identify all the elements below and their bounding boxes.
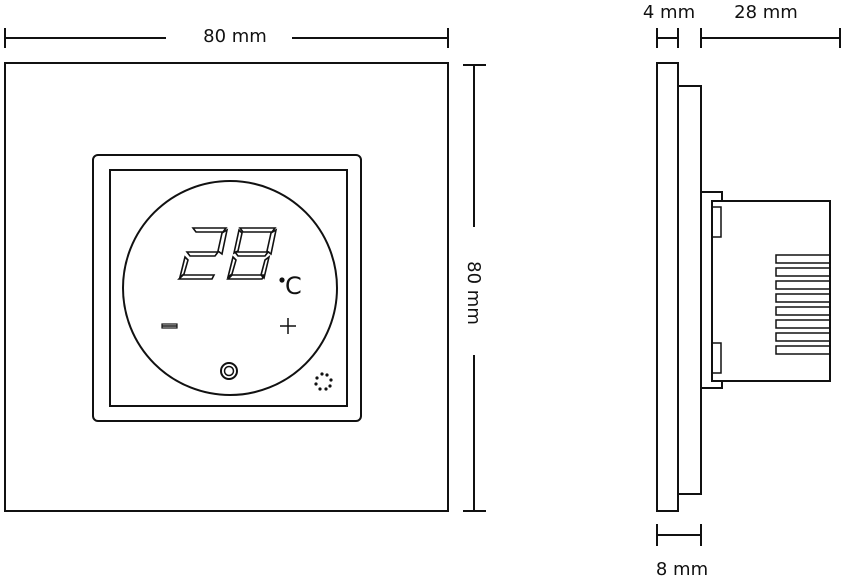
dial-circle bbox=[122, 180, 338, 396]
height-dimension-label: 80 mm bbox=[463, 261, 484, 325]
side-top-dimensions: 4 mm 28 mm bbox=[643, 2, 841, 48]
side-frame bbox=[677, 85, 702, 495]
plus-icon[interactable] bbox=[280, 318, 296, 334]
front-view: 28 C bbox=[4, 62, 449, 512]
width-dimension-label: 80 mm bbox=[203, 26, 267, 47]
side-plate bbox=[656, 62, 679, 512]
plate-thickness-label: 4 mm bbox=[643, 2, 695, 23]
side-body bbox=[711, 200, 831, 382]
side-bottom-dimension: 8 mm bbox=[656, 524, 708, 579]
minus-icon[interactable] bbox=[161, 323, 178, 329]
body-depth-label: 28 mm bbox=[734, 2, 798, 23]
height-dimension: 80 mm bbox=[463, 64, 486, 512]
side-vents bbox=[775, 254, 831, 355]
width-dimension: 80 mm bbox=[4, 26, 449, 48]
inner-frame-outer bbox=[92, 154, 362, 422]
degree-symbol bbox=[279, 277, 285, 283]
digit-2 bbox=[177, 227, 229, 280]
inner-frame-inner bbox=[109, 169, 348, 407]
temperature-display: 28 C bbox=[177, 227, 302, 300]
side-view bbox=[656, 62, 831, 512]
power-ring-icon[interactable] bbox=[220, 362, 238, 380]
total-thickness-label: 8 mm bbox=[656, 559, 708, 579]
digit-8 bbox=[226, 227, 278, 280]
outer-plate bbox=[4, 62, 449, 512]
unit-label: C bbox=[285, 272, 302, 300]
fan-dots-icon[interactable] bbox=[314, 372, 333, 391]
